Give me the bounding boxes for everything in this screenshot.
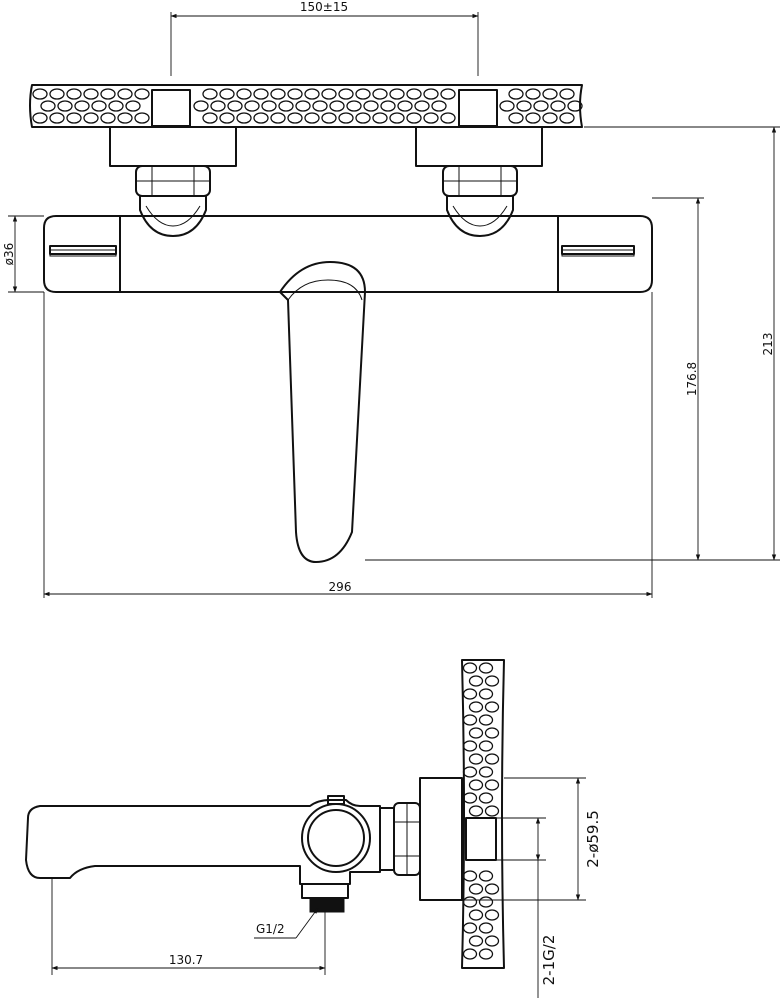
flange-side [419,777,463,901]
dim-outlet-thread-label: G1/2 [256,922,285,936]
inlet-pipe-left [151,89,191,127]
outlet-nipple [301,883,349,913]
dim-spout-projection-label: 130.7 [169,953,203,967]
hex-nut-right [442,165,518,197]
wall-section-side [461,659,505,969]
dim-inlet-thread: 2-1G/2 [496,817,558,998]
hex-nut-side [393,802,421,876]
hex-nut-left [135,165,211,197]
side-view: G1/2 130.7 2-ø59.5 2-1G/2 [25,659,602,998]
dim-body-diameter: ø36 [2,215,44,293]
inlet-pipe-right [458,89,498,127]
dim-total-width: 296 [43,292,653,598]
dim-spout-height: 176.8 [365,197,704,561]
dim-spout-height-label: 176.8 [685,362,699,396]
flange-right [415,126,543,167]
dim-spout-projection: 130.7 [51,878,326,975]
dim-total-width-label: 296 [329,580,352,594]
dim-total-height-label: 213 [761,333,775,356]
dim-inlet-spacing: 150±15 [170,0,479,76]
front-view: 150±15 ø36 176.8 213 296 [2,0,780,598]
dim-inlet-thread-label: 2-1G/2 [540,935,558,986]
wall-section-front [29,84,583,128]
connector-right [446,195,514,237]
dim-body-diameter-label: ø36 [2,243,16,266]
inlet-pipe-side [465,817,497,861]
flange-left [109,126,237,167]
dim-flange-diameter-label: 2-ø59.5 [584,810,602,868]
spout-front [279,261,366,563]
dim-flange-diameter: 2-ø59.5 [462,777,602,901]
mixer-body [43,215,653,293]
dim-outlet-thread: G1/2 [254,907,319,939]
spout-side [25,795,381,885]
dim-inlet-spacing-label: 150±15 [300,0,348,14]
connector-left [139,195,207,237]
dim-total-height: 213 [584,126,780,561]
